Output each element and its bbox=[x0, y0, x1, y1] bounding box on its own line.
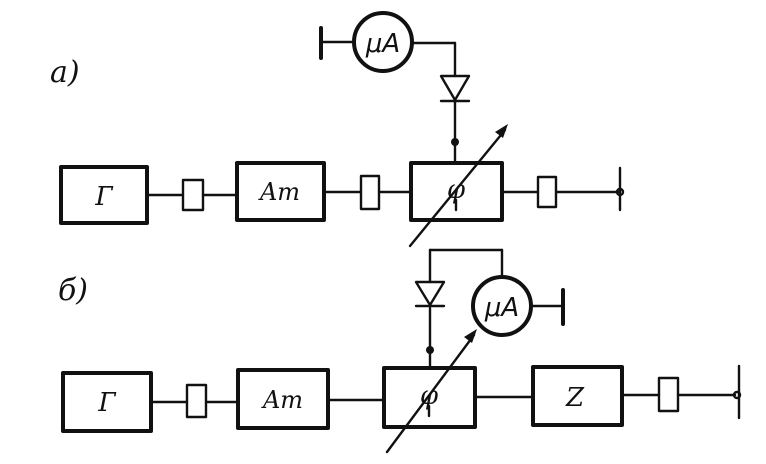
section-a-label: а) bbox=[50, 55, 80, 90]
a-microammeter: μA bbox=[352, 11, 414, 73]
a-generator-block: Г bbox=[59, 165, 149, 225]
a-generator-label: Г bbox=[94, 182, 113, 212]
b-microammeter: μA bbox=[471, 275, 533, 337]
a-attenuator-block: Aт bbox=[235, 161, 326, 222]
a-coupler-3 bbox=[536, 175, 558, 209]
a-coupler-1 bbox=[181, 178, 205, 212]
b-meter-label: μA bbox=[484, 293, 519, 323]
b-load-block: Z bbox=[531, 365, 624, 427]
section-b-label: б) bbox=[58, 273, 88, 308]
a-adjust-arrow-icon bbox=[408, 124, 508, 248]
a-meter-label: μA bbox=[365, 29, 400, 59]
a-phase-shifter-block: φ bbox=[409, 161, 504, 222]
b-attenuator-label: Aт bbox=[261, 386, 303, 414]
b-phase-shifter-block: φ bbox=[382, 366, 477, 429]
b-generator-label: Г bbox=[97, 388, 116, 418]
b-coupler-2 bbox=[657, 376, 680, 413]
b-generator-block: Г bbox=[61, 371, 153, 433]
a-coupler-2 bbox=[359, 174, 381, 211]
a-diode-icon bbox=[439, 74, 471, 103]
a-attenuator-label: Aт bbox=[258, 178, 300, 206]
b-coupler-1 bbox=[185, 383, 208, 419]
b-attenuator-block: Aт bbox=[236, 368, 330, 430]
b-diode-icon bbox=[414, 280, 446, 308]
b-adjust-arrow-icon bbox=[385, 329, 477, 454]
b-load-label: Z bbox=[565, 383, 585, 413]
